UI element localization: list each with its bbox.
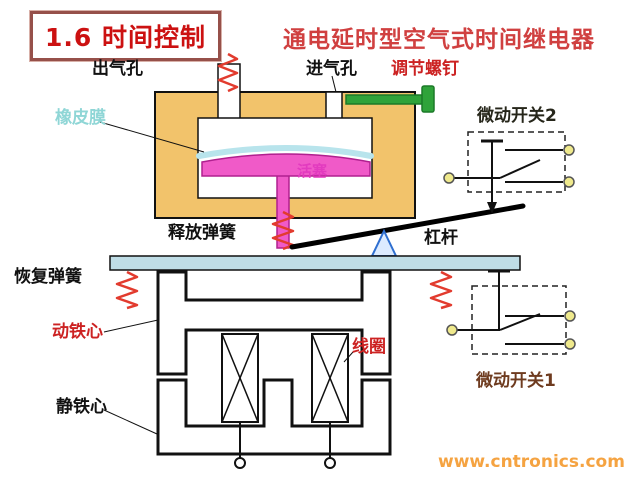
piston (201, 153, 371, 177)
micro-switch-1-box (471, 285, 567, 355)
micro-switch-1 (446, 269, 576, 355)
label-release-spring: 释放弹簧 (168, 223, 236, 243)
coil-terminal-left (234, 457, 246, 469)
label-recovery-spring: 恢复弹簧 (14, 267, 82, 287)
micro-switch-1-terminal (446, 324, 458, 336)
outlet-spring (217, 52, 239, 93)
coil-terminal-right (324, 457, 336, 469)
recovery-spring-left (115, 270, 139, 310)
membrane-leader (99, 121, 205, 153)
lesson-badge: 1.6 时间控制 (30, 11, 221, 61)
air-chamber (154, 63, 416, 249)
adjust-screw-shaft (345, 94, 425, 105)
lever-arm (289, 203, 526, 250)
moving-iron-core (156, 270, 392, 376)
label-coil: 线圈 (352, 337, 386, 357)
leader-lines (99, 75, 354, 435)
coil-right-cross (311, 333, 349, 423)
watermark: www.cntronics.com (438, 452, 625, 472)
page-title: 通电延时型空气式时间继电器 (283, 27, 595, 53)
static-core-leader (103, 409, 158, 435)
recovery-spring-right (429, 270, 453, 310)
static-iron-core (156, 378, 392, 456)
adjust-screw (345, 85, 435, 113)
inlet-leader (331, 75, 337, 93)
rubber-membrane (196, 145, 374, 159)
label-inlet: 进气孔 (306, 59, 357, 79)
label-outlet: 出气孔 (92, 59, 143, 79)
fulcrum-triangle (370, 228, 398, 257)
micro-switch-2-arrow (487, 202, 497, 214)
micro-switch-2 (443, 131, 575, 214)
label-adjust-screw: 调节螺钉 (391, 59, 459, 79)
micro-switch-2-terminal (563, 176, 575, 188)
micro-switch-1-terminal (564, 310, 576, 322)
label-lever: 杠杆 (424, 228, 458, 248)
label-piston: 活塞 (297, 162, 328, 180)
coil-leader (343, 351, 354, 363)
micro-switch-1-terminal (564, 338, 576, 350)
support-bar (109, 255, 521, 271)
springs (115, 52, 453, 310)
coil-left-cross (221, 333, 259, 423)
label-moving-core: 动铁心 (52, 322, 103, 342)
micro-switch-2-terminal (563, 144, 575, 156)
label-membrane: 橡皮膜 (55, 108, 106, 128)
moving-core-leader (103, 319, 159, 333)
inlet-port (325, 91, 343, 121)
label-static-core: 静铁心 (56, 397, 107, 417)
micro-switch-2-terminal (443, 172, 455, 184)
coil-windings (221, 333, 349, 469)
adjust-screw-head (421, 85, 435, 113)
lesson-badge-text: 1.6 时间控制 (45, 23, 206, 52)
micro-switch-2-contact-arm (499, 159, 541, 179)
label-micro-switch-2: 微动开关2 (477, 106, 557, 126)
label-micro-switch-1: 微动开关1 (476, 371, 556, 391)
micro-switch-2-box (467, 131, 566, 193)
